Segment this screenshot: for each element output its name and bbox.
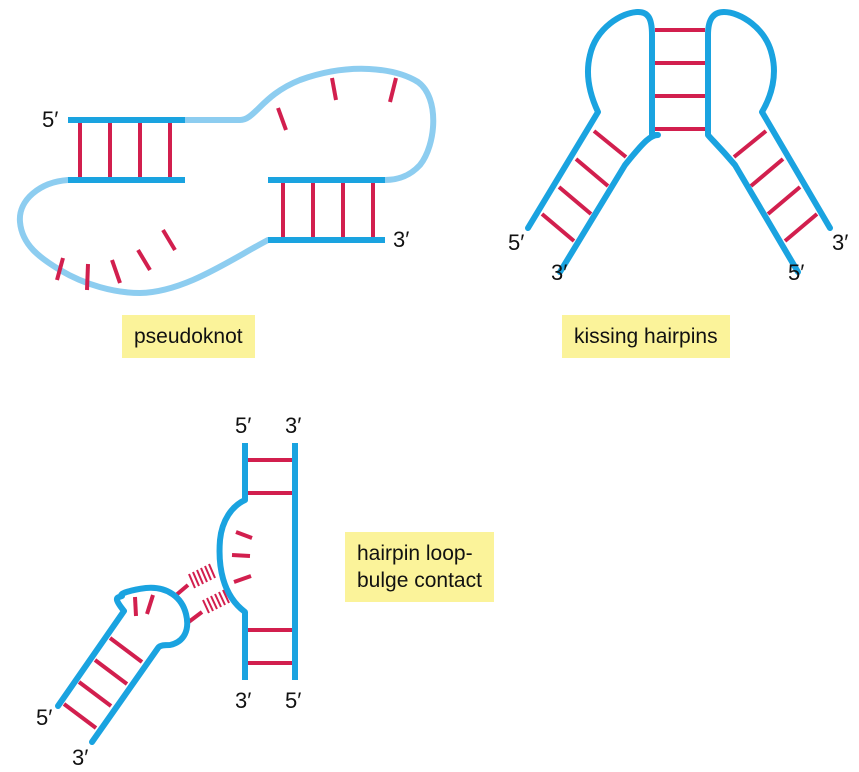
kissing-right-3-prime-label: 3′ — [832, 230, 848, 255]
duplex-top-5-prime-label: 5′ — [235, 413, 251, 438]
unpaired-base — [234, 576, 251, 582]
base-pair — [751, 159, 783, 186]
small-hairpin — [58, 588, 187, 742]
pseudoknot-caption: pseudoknot — [122, 315, 255, 358]
unpaired-base — [236, 532, 252, 538]
base-pair — [64, 704, 96, 728]
small-hairpin-unpaired-bases — [135, 595, 153, 616]
pseudoknot-stem1-base-pairs — [80, 123, 170, 177]
unpaired-base — [163, 230, 175, 250]
base-pair — [542, 214, 574, 241]
base-pair — [79, 682, 111, 706]
unpaired-base — [135, 597, 136, 616]
base-pair — [594, 131, 626, 157]
pseudoknot-stem2-base-pairs — [283, 183, 373, 237]
pseudoknot-5-prime-label: 5′ — [42, 107, 58, 132]
kissing-left-3-prime-label: 3′ — [551, 260, 567, 285]
duplex-base-pairs — [248, 460, 292, 663]
base-pair — [559, 187, 591, 214]
duplex-bottom-3-prime-label: 3′ — [235, 688, 251, 713]
duplex-left-strand-with-bulge — [220, 443, 245, 680]
unpaired-base — [390, 78, 396, 102]
base-pair — [110, 638, 142, 662]
unpaired-base — [147, 595, 153, 614]
unpaired-base — [278, 108, 286, 130]
unpaired-base — [112, 260, 120, 283]
pseudoknot-caption-text: pseudoknot — [134, 325, 243, 348]
hairpin-bulge-caption: hairpin loop- bulge contact — [345, 532, 494, 602]
duplex-bottom-5-prime-label: 5′ — [285, 688, 301, 713]
kissing-left-5-prime-label: 5′ — [508, 230, 524, 255]
base-pair — [785, 214, 817, 241]
small-hairpin-3-prime-label: 3′ — [72, 745, 88, 770]
pseudoknot-3-prime-label: 3′ — [393, 227, 409, 252]
base-pair — [734, 131, 766, 157]
base-pair — [95, 660, 127, 684]
pseudoknot-diagram: 5′ 3′ — [20, 69, 433, 293]
kissing-hairpins-caption: kissing hairpins — [562, 315, 730, 358]
hairpin-bulge-caption-line2: bulge contact — [357, 567, 482, 594]
kissing-hairpins-diagram: 5′ 3′ 3′ 5′ — [508, 12, 848, 285]
unpaired-base — [232, 555, 250, 556]
base-pair — [576, 159, 608, 186]
hairpin-bulge-diagram: 5′ 3′ 3′ 5′ 5′ 3′ — [36, 413, 301, 770]
kissing-right-5-prime-label: 5′ — [788, 260, 804, 285]
duplex-top-3-prime-label: 3′ — [285, 413, 301, 438]
right-hairpin-strand — [708, 12, 830, 272]
base-pair — [768, 187, 800, 214]
unpaired-base — [87, 264, 88, 290]
bulge-unpaired-bases — [232, 532, 252, 582]
unpaired-base — [138, 250, 150, 270]
left-hairpin-strand — [528, 12, 658, 272]
small-hairpin-5-prime-label: 5′ — [36, 705, 52, 730]
unpaired-base — [332, 78, 336, 100]
kissing-loop-base-pairs — [655, 30, 705, 129]
hairpin-bulge-caption-line1: hairpin loop- — [357, 540, 482, 567]
pseudoknot-unpaired-bases — [57, 78, 396, 290]
kissing-hairpins-caption-text: kissing hairpins — [574, 325, 718, 348]
